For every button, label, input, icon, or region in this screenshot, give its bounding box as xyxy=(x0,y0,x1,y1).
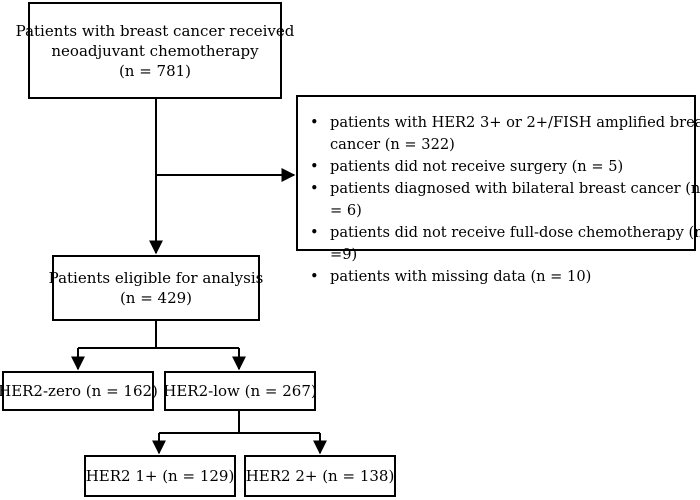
exclusion-item: patients diagnosed with bilateral breast… xyxy=(310,178,700,222)
box-her2-zero: HER2-zero (n = 162) xyxy=(0,371,158,411)
her2-zero-label: HER2-zero (n = 162) xyxy=(0,382,158,400)
exclusion-item: patients with HER2 3+ or 2+/FISH amplifi… xyxy=(310,112,700,156)
exclusion-item: patients with missing data (n = 10) xyxy=(310,266,700,288)
eligible-count: (n = 429) xyxy=(119,289,193,307)
box-her2-1plus: HER2 1+ (n = 129) xyxy=(84,455,236,497)
exclusion-item: patients did not receive full-dose chemo… xyxy=(310,222,700,266)
box-eligible: Patients eligible for analysis (n = 429) xyxy=(49,255,263,321)
box-her2-2plus: HER2 2+ (n = 138) xyxy=(244,455,396,497)
initial-cohort-line2: neoadjuvant chemotherapy xyxy=(51,41,259,60)
her2-2plus-label: HER2 2+ (n = 138) xyxy=(245,467,395,485)
exclusion-item: patients did not receive surgery (n = 5) xyxy=(310,156,700,178)
eligible-label: Patients eligible for analysis xyxy=(48,269,264,287)
box-initial-cohort: Patients with breast cancer received neo… xyxy=(16,2,294,99)
initial-cohort-line1: Patients with breast cancer received xyxy=(15,21,295,40)
exclusion-list: patients with HER2 3+ or 2+/FISH amplifi… xyxy=(310,112,700,288)
her2-low-label: HER2-low (n = 267) xyxy=(163,382,317,400)
box-exclusions: patients with HER2 3+ or 2+/FISH amplifi… xyxy=(296,95,700,288)
box-her2-low: HER2-low (n = 267) xyxy=(163,371,317,411)
initial-cohort-count: (n = 781) xyxy=(118,61,192,80)
her2-1plus-label: HER2 1+ (n = 129) xyxy=(85,467,235,485)
